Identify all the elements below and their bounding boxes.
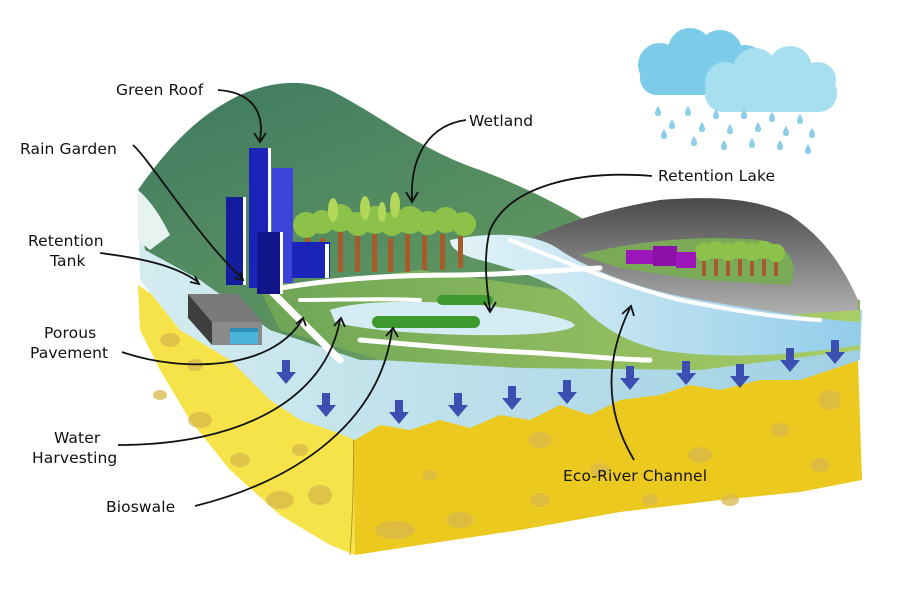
label-eco-river-channel: Eco-River Channel <box>563 467 708 485</box>
raindrop-icon <box>691 136 697 146</box>
mountain-snowcap <box>138 190 170 250</box>
raindrop-icon <box>755 122 761 132</box>
down-arrow-icon <box>620 366 640 390</box>
label-porous-pavement-line2: Pavement <box>30 344 109 362</box>
label-porous-pavement-line1: Porous <box>44 324 97 342</box>
down-arrow-icon <box>730 364 750 388</box>
label-bioswale: Bioswale <box>106 498 176 516</box>
raindrop-icon <box>661 129 667 139</box>
down-arrow-icon <box>825 340 845 364</box>
down-arrow-icon <box>557 380 577 404</box>
raindrop-icon <box>655 106 661 116</box>
down-arrow-icon <box>448 393 468 417</box>
label-wetland: Wetland <box>469 112 534 130</box>
raindrop-icon <box>721 140 727 150</box>
raindrop-icon <box>699 122 705 132</box>
label-water-harvesting-line1: Water <box>54 429 101 447</box>
raindrop-icon <box>713 109 719 119</box>
label-water-harvesting: Water Harvesting <box>32 428 117 468</box>
down-arrow-icon <box>276 360 296 384</box>
infiltration-arrows <box>276 340 845 424</box>
label-retention-lake: Retention Lake <box>658 167 776 185</box>
raindrop-icon <box>797 114 803 124</box>
wetland-trees <box>293 192 476 273</box>
down-arrow-icon <box>316 393 336 417</box>
hill-trees <box>695 241 785 276</box>
label-retention-tank-line2: Tank <box>50 252 86 270</box>
raindrop-icon <box>669 119 675 129</box>
raindrop-icon <box>777 140 783 150</box>
purple-buildings <box>626 246 696 268</box>
raindrop-icon <box>809 128 815 138</box>
down-arrow-icon <box>389 400 409 424</box>
down-arrow-icon <box>676 361 696 385</box>
bioswale-hedges <box>372 295 493 328</box>
raindrop-icon <box>741 109 747 119</box>
label-retention-tank: Retention Tank <box>28 231 104 271</box>
raindrop-icon <box>749 138 755 148</box>
raindrop-icon <box>769 112 775 122</box>
rain-cloud-icon <box>638 28 837 112</box>
retention-tank <box>188 294 262 345</box>
soil-left-face <box>138 285 355 555</box>
down-arrow-icon <box>502 386 522 410</box>
leader-lines <box>99 89 653 507</box>
raindrop-icon <box>727 124 733 134</box>
label-porous-pavement: Porous Pavement <box>30 323 108 363</box>
raindrop-icon <box>685 106 691 116</box>
label-retention-tank-line1: Retention <box>28 232 104 250</box>
label-green-roof: Green Roof <box>116 81 204 99</box>
label-rain-garden: Rain Garden <box>20 140 117 158</box>
raindrops <box>655 106 815 154</box>
green-roof-buildings <box>226 148 330 294</box>
raindrop-icon <box>783 126 789 136</box>
down-arrow-icon <box>780 348 800 372</box>
raindrop-icon <box>805 144 811 154</box>
label-water-harvesting-line2: Harvesting <box>32 449 118 467</box>
